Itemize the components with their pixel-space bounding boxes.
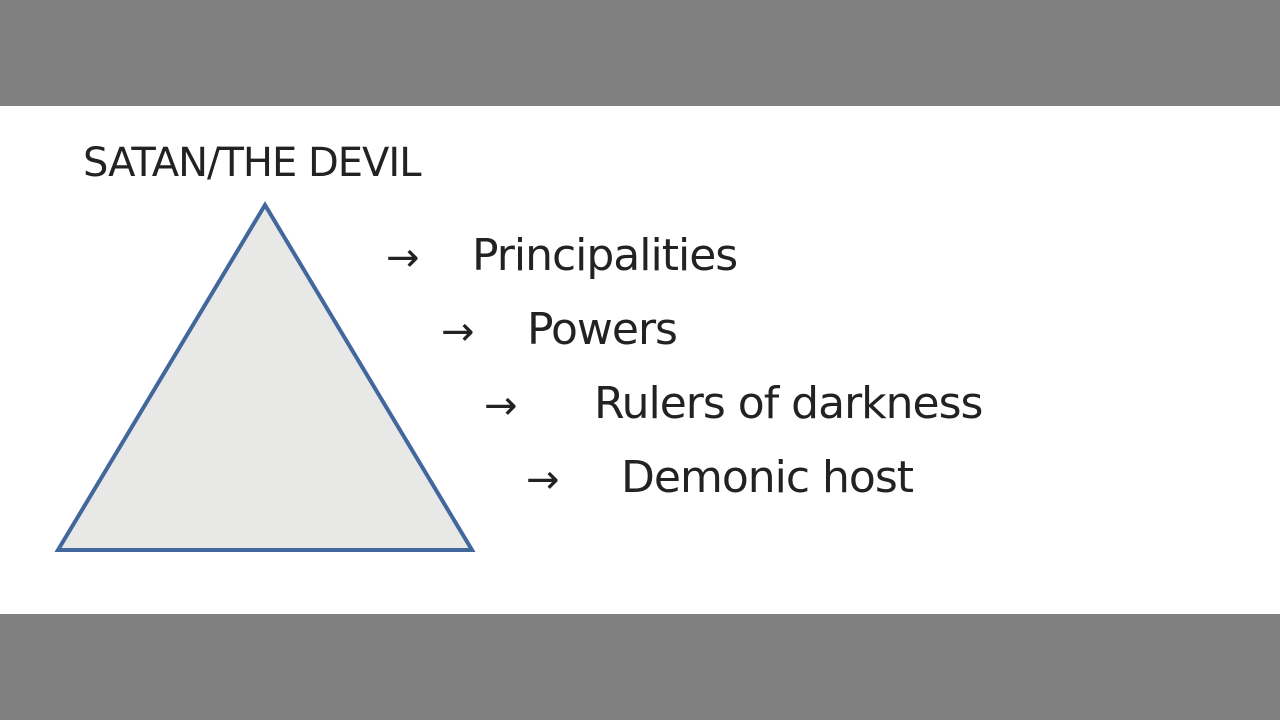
arrow-icon: → [526,457,560,503]
arrow-icon: → [484,383,518,429]
triangle-shape [54,201,476,552]
level-demonic-host: Demonic host [621,452,914,503]
arrow-icon: → [386,235,420,281]
diagram-title: SATAN/THE DEVIL [83,140,421,186]
level-powers: Powers [527,304,678,355]
arrow-icon: → [441,309,475,355]
level-rulers-of-darkness: Rulers of darkness [594,378,983,429]
level-principalities: Principalities [472,230,738,281]
